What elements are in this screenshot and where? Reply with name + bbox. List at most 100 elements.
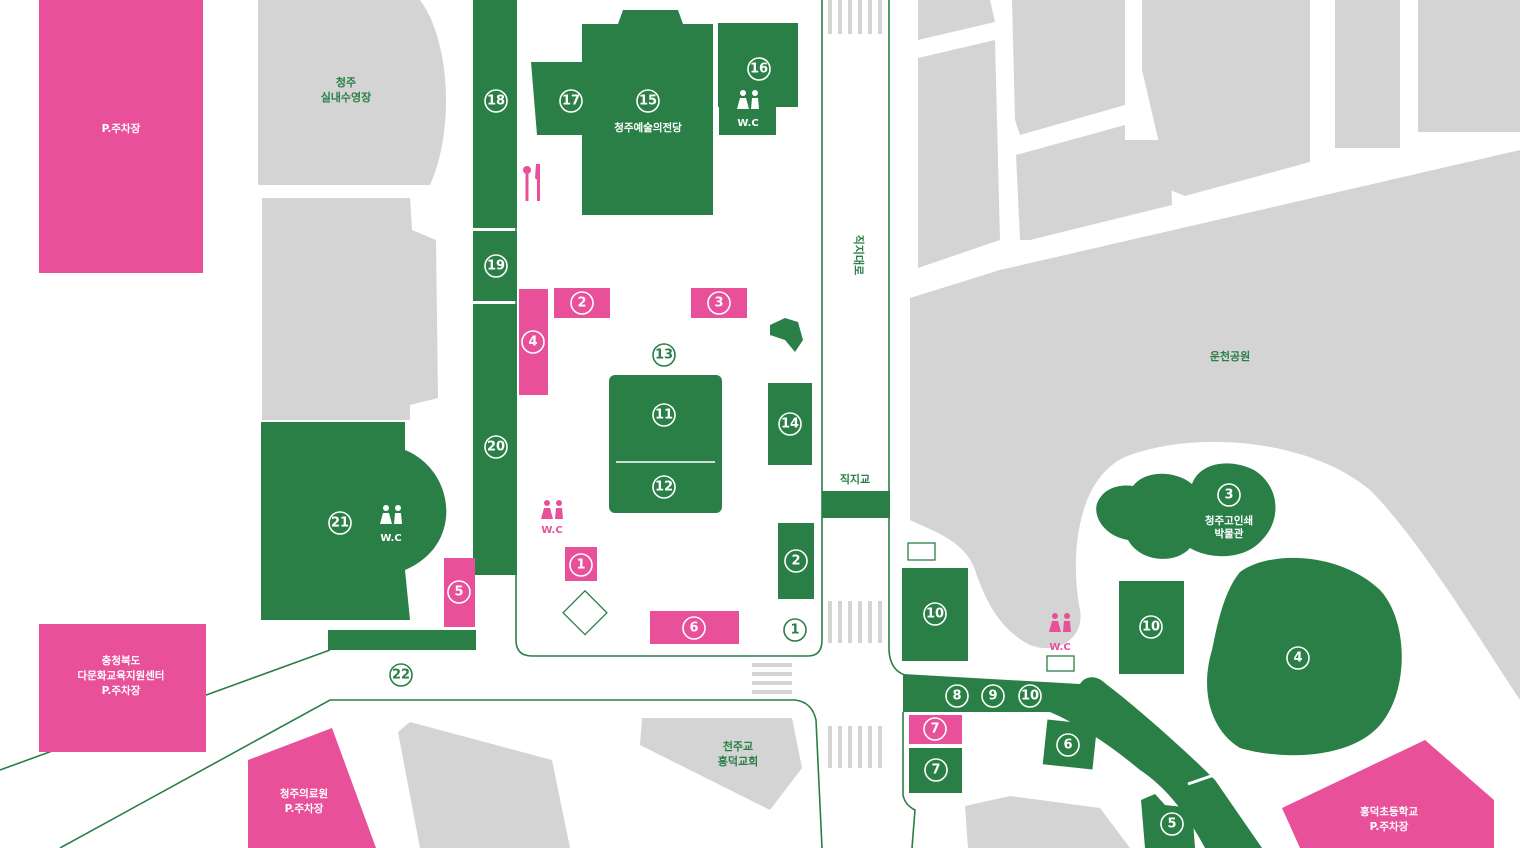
zone-10-left[interactable]	[902, 568, 968, 661]
label-multicultural-line1: 충청북도	[102, 654, 141, 667]
marker-19[interactable]: 19	[484, 254, 508, 278]
zone-6-right[interactable]	[1042, 719, 1098, 770]
svg-text:5: 5	[1167, 817, 1176, 832]
svg-text:2: 2	[577, 296, 586, 311]
east-block-b	[918, 40, 1000, 268]
arts-center-building[interactable]	[531, 10, 713, 215]
marker-13[interactable]: 13	[652, 343, 676, 367]
marker-1-pink[interactable]: 1	[569, 553, 593, 577]
swimming-pool-building	[258, 0, 447, 185]
zone-road-divider	[1187, 773, 1215, 786]
svg-text:4: 4	[528, 335, 537, 350]
parking-multicultural[interactable]	[39, 624, 206, 752]
svg-text:6: 6	[1063, 738, 1072, 753]
south-building-b	[965, 796, 1130, 848]
svg-text:17: 17	[562, 94, 580, 109]
marker-22[interactable]: 22	[389, 663, 413, 687]
marker-4-park[interactable]: 4	[1286, 646, 1310, 670]
marker-2-green[interactable]: 2	[784, 549, 808, 573]
marker-1-green[interactable]: 1	[783, 618, 807, 642]
svg-text:1: 1	[576, 558, 585, 573]
marker-10-right[interactable]: 10	[1139, 615, 1163, 639]
zone-4-area[interactable]	[1207, 557, 1402, 756]
label-school-line1: 흥덕초등학교	[1360, 805, 1418, 818]
place-labels: P.주차장 청주 실내수영장 청주예술의전당 직지대로 직지교 운천공원 청주고…	[78, 75, 1419, 833]
zone-21-building[interactable]	[261, 422, 447, 620]
svg-text:13: 13	[655, 348, 673, 363]
marker-15[interactable]: 15	[636, 89, 660, 113]
zone-18[interactable]	[473, 0, 517, 228]
restroom-icon	[737, 90, 759, 109]
label-school-line2: P.주차장	[1370, 820, 1409, 833]
zone-8-9-10-road[interactable]	[903, 674, 1262, 848]
booth-7[interactable]	[909, 715, 962, 744]
zone-11-12[interactable]	[609, 375, 722, 513]
label-pool-line1: 청주	[336, 75, 356, 89]
parking-school[interactable]	[1282, 740, 1494, 848]
svg-text:14: 14	[781, 417, 799, 432]
marker-4-pink[interactable]: 4	[521, 330, 545, 354]
label-pool-line2: 실내수영장	[321, 90, 372, 104]
svg-text:11: 11	[655, 408, 673, 423]
zone-16-wc[interactable]	[719, 84, 776, 135]
zone-14[interactable]	[768, 383, 812, 465]
fork-knife-icon	[523, 164, 540, 201]
svg-text:18: 18	[487, 94, 505, 109]
marker-14[interactable]: 14	[778, 412, 802, 436]
restroom-label-16: W.C	[737, 118, 758, 129]
marker-20[interactable]: 20	[484, 435, 508, 459]
zone-20[interactable]	[473, 304, 517, 575]
east-block-c	[1012, 0, 1125, 135]
booth-3[interactable]	[691, 288, 747, 318]
south-road-lower-edge	[59, 699, 823, 848]
svg-text:10: 10	[926, 607, 944, 622]
marker-3-pink[interactable]: 3	[707, 291, 731, 315]
marker-10-left[interactable]: 10	[923, 602, 947, 626]
marker-16[interactable]: 16	[747, 57, 771, 81]
zone-22-strip[interactable]	[328, 630, 476, 650]
marker-2-pink[interactable]: 2	[570, 291, 594, 315]
zone-7-lower[interactable]	[909, 748, 962, 793]
booth-2[interactable]	[554, 288, 610, 318]
svg-text:10: 10	[1021, 689, 1039, 704]
zone-2-right[interactable]	[778, 523, 814, 599]
label-jikji-road: 직지대로	[852, 235, 866, 275]
marker-7-pink[interactable]: 7	[923, 717, 947, 741]
restroom-label-plaza: W.C	[541, 525, 562, 536]
marker-6-green[interactable]: 6	[1056, 733, 1080, 757]
jikji-bridge[interactable]	[822, 491, 890, 518]
marker-7-green[interactable]: 7	[924, 758, 948, 782]
svg-text:12: 12	[655, 480, 673, 495]
parking-top-left[interactable]	[39, 0, 203, 273]
marker-11[interactable]: 11	[652, 403, 676, 427]
restroom-icon	[380, 505, 402, 524]
marker-21[interactable]: 21	[328, 511, 352, 535]
marker-18[interactable]: 18	[484, 89, 508, 113]
svg-text:5: 5	[454, 585, 463, 600]
svg-text:2: 2	[791, 554, 800, 569]
booth-4[interactable]	[519, 289, 548, 395]
marker-9[interactable]: 9	[981, 684, 1005, 708]
zone-5-right[interactable]	[1141, 794, 1195, 848]
zone-10-right[interactable]	[1119, 581, 1184, 674]
svg-text:1: 1	[790, 623, 799, 638]
parking-medical[interactable]	[248, 728, 376, 848]
marker-10-road[interactable]: 10	[1018, 684, 1042, 708]
label-medical-line1: 청주의료원	[280, 787, 328, 800]
label-museum-line1: 청주고인쇄	[1205, 514, 1253, 527]
label-arts-center: 청주예술의전당	[614, 121, 682, 134]
marker-5-pink[interactable]: 5	[447, 580, 471, 604]
marker-17[interactable]: 17	[559, 89, 583, 113]
label-parking-top-left: P.주차장	[102, 122, 141, 135]
marker-5-green[interactable]: 5	[1160, 812, 1184, 836]
museum-building[interactable]	[1096, 463, 1276, 559]
marker-3-museum[interactable]: 3	[1217, 483, 1241, 507]
svg-text:4: 4	[1293, 651, 1302, 666]
marker-8[interactable]: 8	[945, 684, 969, 708]
svg-text:7: 7	[931, 763, 940, 778]
zone-19[interactable]	[473, 231, 517, 301]
pool-lower-building	[262, 198, 438, 420]
marker-12[interactable]: 12	[652, 475, 676, 499]
marker-6-pink[interactable]: 6	[682, 616, 706, 640]
